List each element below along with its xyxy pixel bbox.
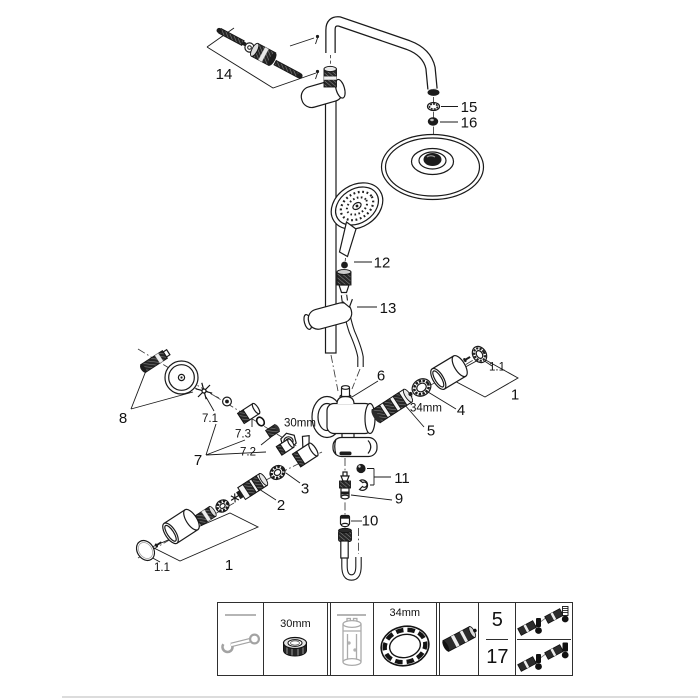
callout-8: 8 [119, 410, 127, 427]
ring-16 [427, 117, 439, 126]
union-connector [250, 42, 277, 67]
callout-7: 7 [194, 452, 202, 469]
callout-10: 10 [362, 513, 379, 530]
callout-5: 5 [427, 423, 435, 440]
legend-size-34mm: 34mm [389, 606, 421, 619]
shower-arm [325, 16, 440, 96]
lower-hose [338, 527, 362, 581]
check-valve-housing [275, 438, 295, 456]
legend-cell-cartridge [435, 603, 479, 675]
rail-holder-13 [303, 298, 353, 330]
mount-screw-dot-lower [315, 69, 320, 74]
grease-kit-icon [517, 605, 569, 636]
nut-30mm-icon [283, 636, 308, 656]
screw-1-1-right [463, 356, 471, 363]
screw-1 [216, 27, 247, 47]
callout-7-3: 7.3 [235, 429, 251, 441]
clip-11 [358, 479, 369, 491]
callout-3: 3 [301, 481, 309, 498]
cartridge-2 [230, 472, 269, 503]
callout-7-1: 7.1 [202, 413, 218, 425]
legend-cell-grease [515, 603, 572, 675]
tool-divider-line [224, 614, 257, 616]
socket-tool-icon [342, 617, 362, 667]
callout-6: 6 [377, 368, 385, 385]
callout-14: 14 [216, 66, 233, 83]
cartridge-icon [442, 626, 477, 652]
legend-table: 30mm [217, 602, 573, 676]
ring-34mm-icon [380, 624, 430, 667]
escutcheon-4 [430, 354, 468, 391]
hand-shower [330, 182, 384, 294]
diverter-3 [291, 434, 319, 468]
screw-2 [273, 59, 303, 79]
set-11 [356, 463, 369, 491]
legend-cell-34mm: 34mm [372, 603, 436, 675]
part-7-2 [264, 423, 281, 439]
hose-nut-12 [336, 269, 352, 294]
bottom-left-union-1 [135, 499, 230, 562]
callout-4: 4 [457, 402, 465, 419]
footer-divider [62, 696, 698, 698]
valve-body [311, 385, 378, 458]
callout-13: 13 [380, 300, 397, 317]
callout-2: 2 [277, 497, 285, 514]
callout-12: 12 [374, 255, 391, 272]
legend-ref-17: 17 [486, 638, 509, 676]
grease-kit-icon [517, 642, 569, 673]
thermostat-cartridge-5 [371, 388, 414, 424]
callout-1-left: 1 [225, 557, 233, 574]
legend-cell-socket [326, 603, 373, 675]
callout-1-1-left: 1.1 [154, 562, 170, 574]
callout-11: 11 [394, 470, 410, 487]
star-part-7-1 [195, 382, 233, 407]
legend-grease-row-5 [517, 603, 571, 639]
mounting-set-14 [216, 27, 303, 79]
size-label-30mm: 30mm [284, 418, 316, 430]
dome-6 [336, 395, 355, 405]
knurled-ring-3 [269, 464, 286, 481]
callout-1-right: 1 [511, 387, 519, 404]
mount-screw-dot-upper [315, 34, 320, 39]
callout-9: 9 [395, 491, 403, 508]
ring-34mm [411, 378, 432, 397]
wrench-icon [220, 633, 260, 654]
callout-labels: 14 15 16 12 13 8 7.1 7.3 7.2 7 30mm 6 34… [119, 66, 519, 574]
hand-shower-handle [338, 220, 357, 258]
legend-size-30mm: 30mm [280, 617, 311, 630]
arm-end-fitting [427, 89, 440, 96]
part-7-3 [236, 402, 261, 425]
wall-union-tee [300, 34, 346, 109]
legend-cell-refs: 5 17 [478, 603, 515, 675]
handle-group-8 [139, 348, 199, 395]
legend-ref-5: 5 [491, 609, 503, 632]
callout-16: 16 [461, 115, 478, 132]
ball-11 [356, 463, 366, 474]
callout-15: 15 [461, 99, 478, 116]
legend-grease-row-17 [517, 638, 572, 676]
callout-7-2: 7.2 [240, 447, 256, 459]
size-label-34mm: 34mm [410, 403, 442, 415]
ring-7-3 [255, 416, 266, 427]
callout-1-1-right: 1.1 [489, 362, 505, 374]
washer-12 [341, 261, 348, 269]
check-valve-9 [339, 471, 351, 500]
legend-cell-30mm: 30mm [263, 603, 326, 675]
flange-1-1-right [471, 345, 488, 364]
head-shower [380, 101, 485, 201]
tool-divider-line [336, 614, 367, 616]
center-lines [137, 55, 488, 559]
connector-10 [339, 514, 351, 528]
legend-cell-wrench [218, 603, 263, 675]
